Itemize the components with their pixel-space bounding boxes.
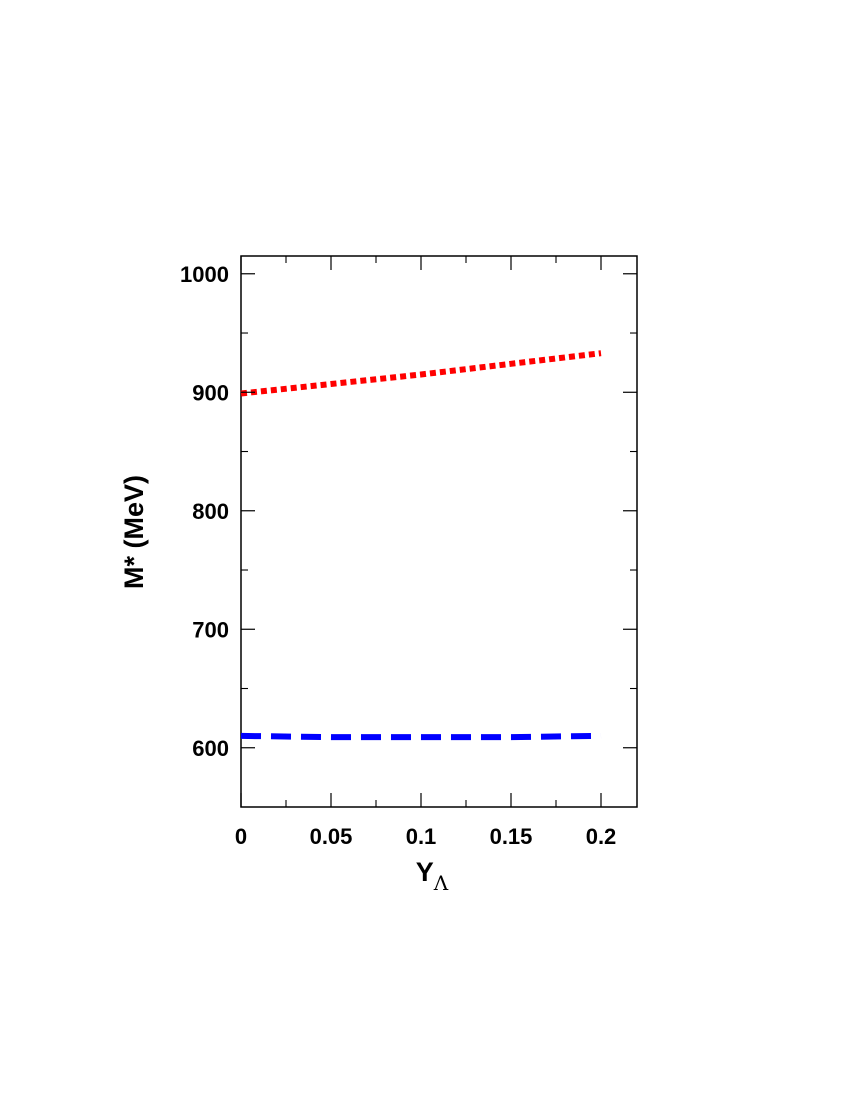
x-tick-label: 0.15 xyxy=(490,824,533,849)
x-tick-label: 0 xyxy=(235,824,247,849)
series-layer xyxy=(240,350,602,741)
x-tick-label: 0.1 xyxy=(406,824,437,849)
series-line-1 xyxy=(240,350,602,397)
y-tick-label: 600 xyxy=(192,736,229,761)
plot-area xyxy=(240,255,638,808)
x-tick-label: 0.05 xyxy=(310,824,353,849)
y-tick-label: 700 xyxy=(192,617,229,642)
plot-frame xyxy=(240,255,638,808)
y-axis-title: M* (MeV) xyxy=(119,475,149,589)
y-tick-label: 800 xyxy=(192,499,229,524)
series-line-2 xyxy=(240,732,602,741)
y-tick-label: 1000 xyxy=(180,262,229,287)
x-axis-title-main: Y xyxy=(416,857,434,887)
x-axis-title: YΛ xyxy=(416,857,449,895)
x-tick-label: 0.2 xyxy=(586,824,617,849)
x-axis-title-subscript: Λ xyxy=(433,871,449,895)
tick-labels: 0 0.05 0.1 0.15 0.2 600 700 800 900 1000 xyxy=(180,262,616,849)
y-tick-label: 900 xyxy=(192,380,229,405)
axis-ticks xyxy=(240,256,637,807)
